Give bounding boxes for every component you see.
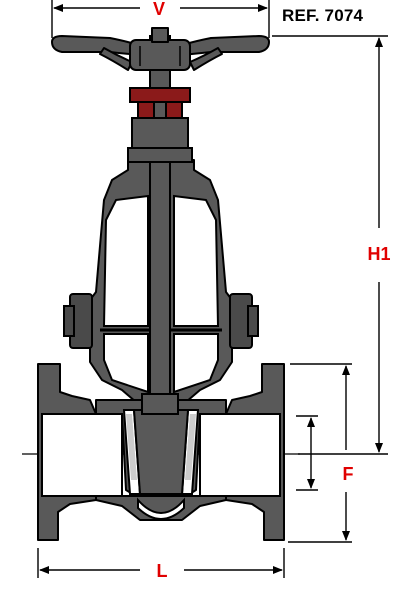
gland-nut — [127, 87, 193, 163]
yoke-window — [102, 194, 220, 394]
gate-wedge — [122, 409, 200, 520]
dimension-label-l: L — [156, 561, 168, 581]
dimension-h1 — [272, 35, 388, 455]
dimension-label-h1: H1 — [367, 244, 391, 264]
dimension-l — [37, 548, 285, 578]
reference-number: REF. 7074 — [282, 6, 364, 25]
flow-bore — [41, 413, 281, 497]
dimension-label-f: F — [342, 464, 354, 484]
dimension-f — [288, 363, 352, 543]
dimension-v — [51, 0, 270, 38]
bonnet-bolts — [63, 293, 259, 349]
dimension-label-v: V — [152, 0, 165, 19]
stem-nut — [141, 393, 179, 415]
handwheel-nut-detail — [139, 46, 181, 66]
handwheel — [51, 27, 270, 71]
